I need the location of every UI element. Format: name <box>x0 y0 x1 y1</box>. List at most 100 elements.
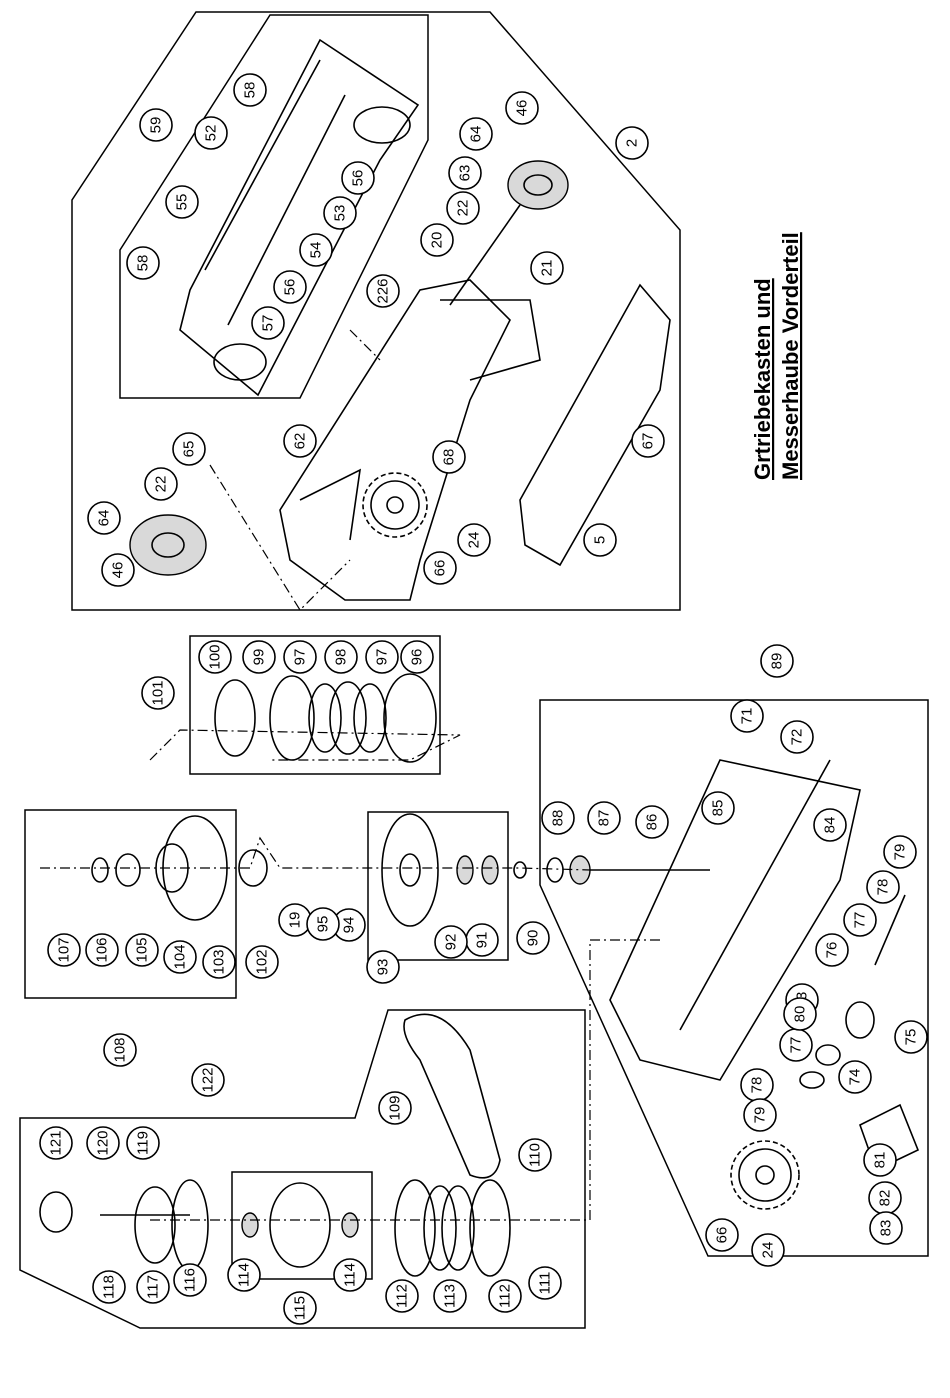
frame-assembly-93 <box>367 811 509 961</box>
callout-label: 113 <box>442 1284 459 1308</box>
callout-103: 103 <box>202 945 236 979</box>
callout-label: 22 <box>153 476 170 493</box>
callout-99: 99 <box>242 640 276 674</box>
callout-label: 99 <box>251 649 268 666</box>
callout-label: 106 <box>94 937 111 962</box>
callout-110: 110 <box>518 1138 552 1172</box>
callout-label: 21 <box>539 260 556 277</box>
callout-label: 2 <box>624 139 641 147</box>
callout-46: 46 <box>101 553 135 587</box>
callout-label: 114 <box>236 1263 253 1287</box>
callout-label: 79 <box>892 844 909 861</box>
callout-112: 112 <box>488 1279 522 1313</box>
callout-120: 120 <box>86 1126 120 1160</box>
callout-88: 88 <box>541 801 575 835</box>
callout-75: 75 <box>894 1020 928 1054</box>
callout-115: 115 <box>283 1291 317 1325</box>
callout-83: 83 <box>869 1211 903 1245</box>
frame-assembly-115 <box>231 1171 373 1280</box>
callout-82: 82 <box>868 1181 902 1215</box>
callout-64: 64 <box>87 501 121 535</box>
callout-label: 110 <box>527 1143 544 1167</box>
callout-layer: 2519202122222424464652535455565657585859… <box>39 73 928 1325</box>
callout-46: 46 <box>505 91 539 125</box>
callout-63: 63 <box>448 156 482 190</box>
callout-label: 59 <box>148 117 165 134</box>
callout-label: 68 <box>441 449 458 466</box>
callout-109: 109 <box>378 1091 412 1125</box>
part-v-belt <box>403 1013 501 1179</box>
callout-98: 98 <box>324 640 358 674</box>
callout-label: 98 <box>333 649 350 666</box>
part-gearbox-shell <box>279 279 541 601</box>
callout-65: 65 <box>172 432 206 466</box>
part-bearing-housing-lower <box>129 514 207 576</box>
part-clutch-stack <box>214 673 437 763</box>
callout-label: 85 <box>710 800 727 817</box>
callout-105: 105 <box>125 933 159 967</box>
axis-line-pulley <box>150 939 660 1221</box>
callout-label: 97 <box>374 649 391 666</box>
callout-81: 81 <box>863 1143 897 1177</box>
callout-66: 66 <box>705 1218 739 1252</box>
callout-label: 88 <box>550 810 567 827</box>
callout-label: 87 <box>596 810 613 827</box>
callout-label: 24 <box>466 532 483 549</box>
part-washer-102 <box>238 849 268 887</box>
part-pulley-stack <box>394 1179 511 1277</box>
callout-106: 106 <box>85 933 119 967</box>
callout-label: 76 <box>824 942 841 959</box>
callout-label: 89 <box>769 653 786 670</box>
callout-59: 59 <box>139 108 173 142</box>
callout-label: 122 <box>200 1067 217 1092</box>
callout-label: 111 <box>537 1272 554 1295</box>
callout-label: 22 <box>455 200 472 217</box>
part-ring-116 <box>171 1179 209 1271</box>
frame-assembly-2 <box>71 11 681 611</box>
callout-68: 68 <box>432 440 466 474</box>
callout-24: 24 <box>457 523 491 557</box>
callout-19: 19 <box>278 903 312 937</box>
callout-label: 55 <box>174 194 191 211</box>
callout-label: 79 <box>752 1107 769 1124</box>
callout-label: 109 <box>387 1095 404 1120</box>
callout-label: 116 <box>182 1268 199 1292</box>
callout-label: 62 <box>292 433 309 450</box>
callout-label: 84 <box>822 817 839 834</box>
callout-21: 21 <box>530 251 564 285</box>
callout-label: 91 <box>474 932 491 949</box>
part-worm-shaft <box>513 855 710 885</box>
frame-assembly-101 <box>189 635 441 775</box>
callout-label: 114 <box>342 1263 359 1287</box>
callout-label: 64 <box>468 126 485 143</box>
callout-label: 112 <box>497 1284 514 1308</box>
callout-22: 22 <box>144 467 178 501</box>
callout-label: 46 <box>514 100 531 117</box>
callout-79: 79 <box>743 1098 777 1132</box>
callout-label: 65 <box>181 441 198 458</box>
callout-54: 54 <box>299 233 333 267</box>
callout-label: 226 <box>375 278 392 303</box>
callout-78: 78 <box>866 870 900 904</box>
callout-84: 84 <box>813 808 847 842</box>
callout-121: 121 <box>39 1126 73 1160</box>
callout-label: 101 <box>150 680 167 705</box>
callout-label: 66 <box>432 560 449 577</box>
callout-111: 111 <box>528 1266 562 1300</box>
part-bearing-housing-upper <box>507 160 569 210</box>
callout-56: 56 <box>341 161 375 195</box>
frame-assembly-89 <box>539 699 929 1257</box>
callout-label: 115 <box>292 1296 309 1320</box>
callout-226: 226 <box>366 274 400 308</box>
callout-label: 93 <box>375 959 392 976</box>
callout-107: 107 <box>47 933 81 967</box>
callout-71: 71 <box>730 699 764 733</box>
title-line-1: Grtriebekasten und <box>750 278 775 480</box>
callout-24: 24 <box>751 1233 785 1267</box>
callout-86: 86 <box>635 805 669 839</box>
callout-77: 77 <box>779 1028 813 1062</box>
frame-assembly-108 <box>24 809 237 999</box>
callout-label: 121 <box>48 1130 65 1155</box>
callout-91: 91 <box>465 923 499 957</box>
